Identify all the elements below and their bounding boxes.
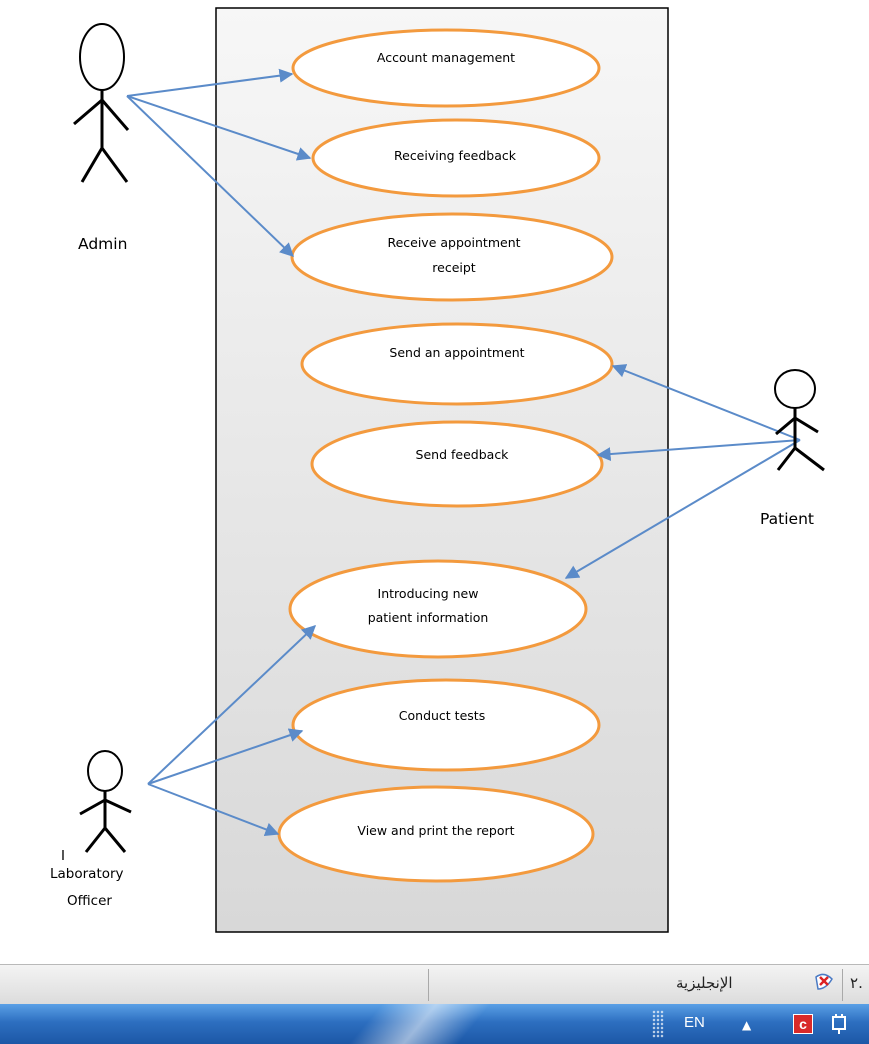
association-officer-introducing-info — [147, 625, 317, 785]
use-case-label: Receiving feedback — [394, 148, 517, 163]
use-case-view-and-print-report: View and print the report — [277, 785, 595, 883]
use-case-account-management: Account management — [291, 28, 601, 108]
use-case-send-feedback: Send feedback — [310, 420, 604, 508]
status-divider — [428, 969, 429, 1001]
association-admin-receive-appointment — [126, 95, 295, 257]
status-bar: الإنجليزية ٢. — [0, 964, 869, 1004]
use-case-receiving-feedback: Receiving feedback — [311, 118, 601, 198]
taskbar-grip[interactable] — [652, 1010, 664, 1038]
taskbar-glare — [326, 1004, 514, 1044]
clock-fragment[interactable]: ٢. — [850, 974, 863, 992]
associations — [126, 68, 801, 837]
use-case-label: Send an appointment — [389, 345, 524, 360]
use-case-label: patient information — [368, 610, 489, 625]
status-divider — [842, 969, 843, 1001]
use-case-label: Account management — [377, 50, 515, 65]
show-hidden-icons-arrow-icon[interactable]: ▲ — [742, 1018, 752, 1032]
use-case-send-an-appointment: Send an appointment — [300, 322, 614, 406]
association-officer-view-report — [147, 783, 280, 837]
association-officer-conduct-tests — [147, 728, 304, 785]
laboratory-officer-actor — [79, 750, 132, 853]
association-admin-account-management — [126, 68, 294, 97]
taskbar: EN ▲ c — [0, 1004, 869, 1044]
association-patient-send-appointment — [611, 364, 801, 441]
language-label[interactable]: الإنجليزية — [676, 974, 733, 992]
use-case-label: Conduct tests — [399, 708, 485, 723]
association-patient-send-feedback — [596, 439, 801, 462]
use-case-conduct-tests: Conduct tests — [291, 678, 601, 772]
stray-text-mark: I — [61, 848, 65, 864]
admin-label: Admin — [78, 235, 127, 253]
use-case-diagram: Account management Receiving feedback Re… — [50, 7, 825, 933]
use-case-label: Receive appointment — [387, 235, 520, 250]
use-case-introducing-new-patient-information: Introducing new patient information — [288, 559, 588, 659]
laboratory-officer-label-line1: Laboratory — [50, 866, 124, 882]
association-admin-receiving-feedback — [126, 95, 312, 161]
use-case-label: Send feedback — [416, 447, 510, 462]
patient-actor — [774, 369, 825, 472]
power-plug-icon[interactable] — [828, 1012, 852, 1036]
use-case-label: Introducing new — [378, 586, 479, 601]
patient-label: Patient — [760, 510, 814, 528]
association-patient-introducing-info — [564, 439, 801, 579]
use-case-receive-appointment-receipt: Receive appointment receipt — [290, 212, 614, 302]
admin-actor — [73, 23, 130, 183]
tray-app-icon[interactable]: c — [793, 1014, 813, 1034]
laboratory-officer-label-line2: Officer — [67, 893, 112, 909]
use-case-label: View and print the report — [357, 823, 514, 838]
use-case-label: receipt — [432, 260, 476, 275]
language-indicator[interactable]: EN — [684, 1014, 705, 1031]
action-center-flag-icon[interactable] — [812, 971, 836, 995]
